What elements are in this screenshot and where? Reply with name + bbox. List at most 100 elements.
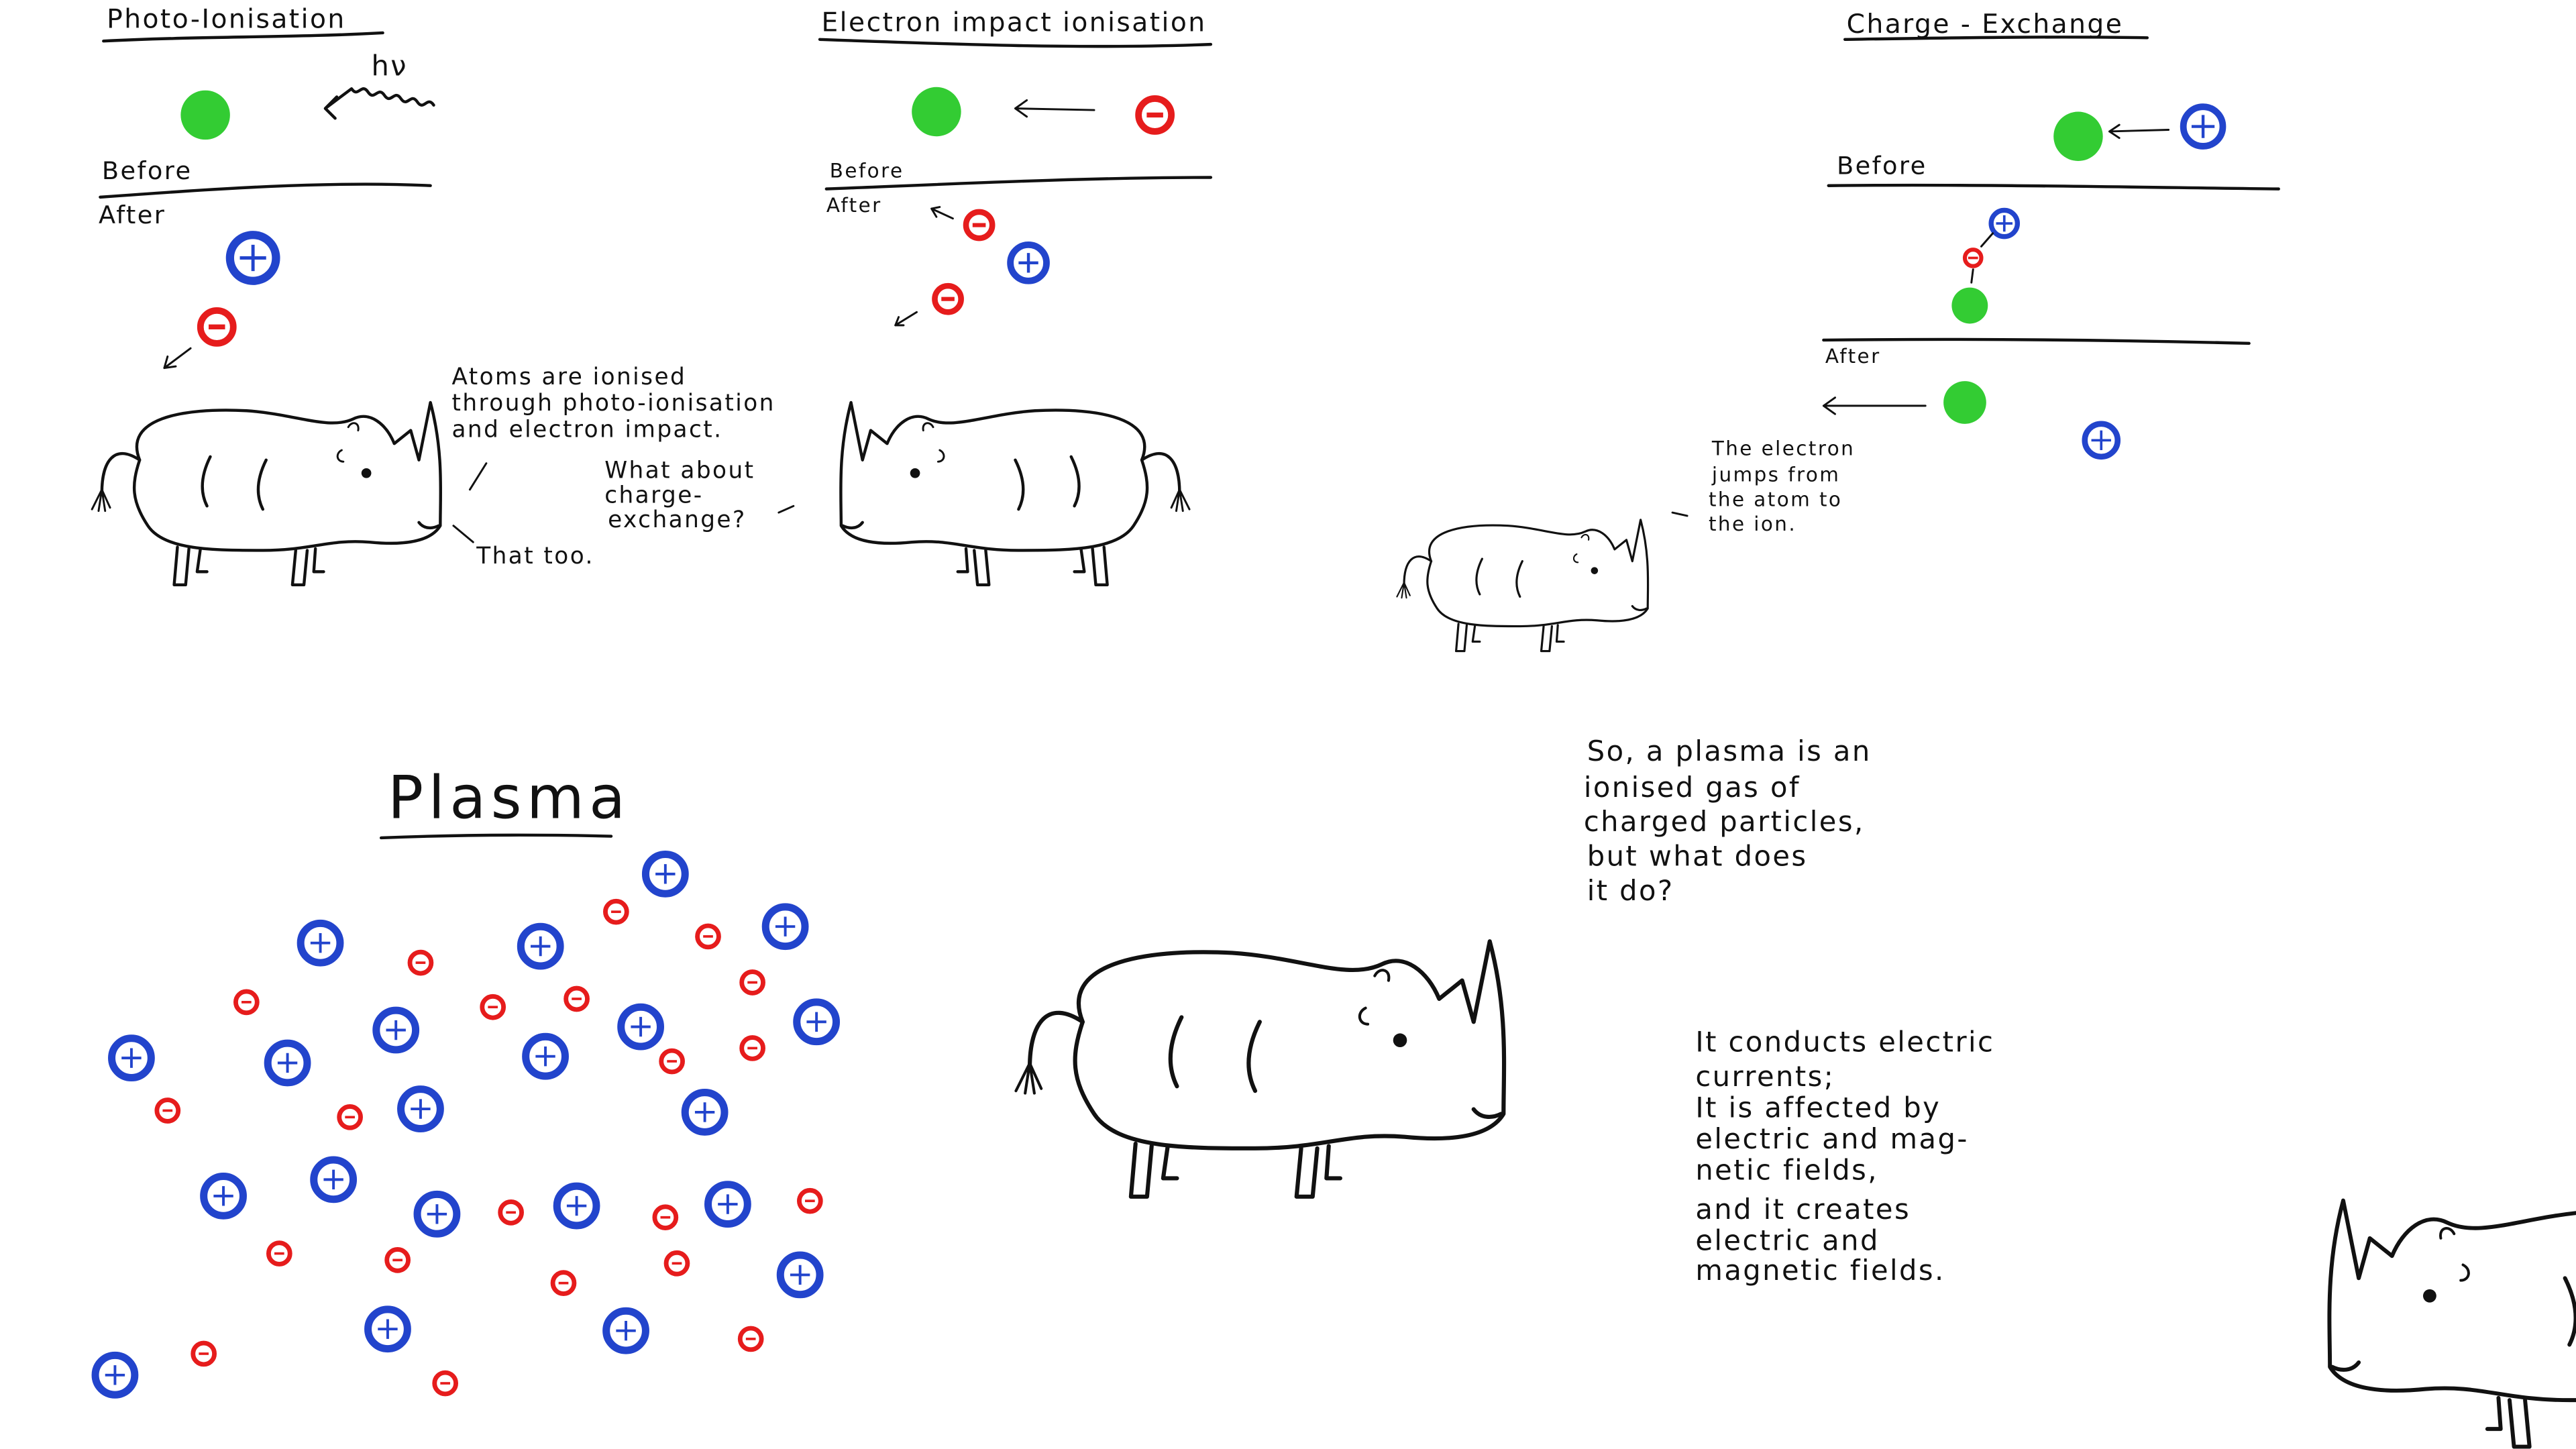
electron-icon	[191, 1340, 217, 1367]
svg-text:and electron impact.: and electron impact.	[451, 416, 722, 443]
electron-icon	[739, 1035, 765, 1061]
rhino-illustration	[2329, 1201, 2576, 1447]
arrow-icon	[894, 311, 918, 327]
impact-title: Electron impact ionisation	[821, 8, 1206, 38]
ion-icon	[372, 1006, 420, 1054]
ion-icon	[641, 850, 689, 898]
electron-icon	[1135, 95, 1175, 135]
arrow-icon	[1014, 99, 1095, 118]
ion-icon	[1988, 207, 2021, 239]
title-underline	[818, 38, 1213, 48]
svg-text:exchange?: exchange?	[608, 506, 747, 533]
title-underline	[379, 833, 613, 840]
ion-icon	[364, 1305, 411, 1353]
ion-icon	[108, 1034, 155, 1082]
photon-wave-icon	[323, 87, 435, 120]
exchange-title: Charge - Exchange	[1847, 9, 2124, 40]
arrow-icon	[930, 206, 954, 220]
ion-icon	[91, 1351, 139, 1399]
after-label: After	[99, 201, 166, 229]
atom-icon	[912, 87, 961, 137]
ion-icon	[681, 1089, 729, 1136]
speech-rhino1: Atoms are ionised through photo-ionisati…	[451, 364, 775, 443]
before-label: Before	[102, 156, 193, 185]
electron-icon	[407, 949, 434, 976]
electron-icon	[739, 969, 765, 996]
plasma-title: Plasma	[388, 763, 631, 833]
ion-icon	[297, 919, 344, 967]
rhino-illustration	[841, 402, 1189, 585]
svg-text:ionised gas of: ionised gas of	[1584, 771, 1801, 804]
electron-icon	[659, 1048, 685, 1075]
electron-icon	[737, 1326, 764, 1352]
svg-text:electric and mag-: electric and mag-	[1695, 1122, 1968, 1155]
ion-icon	[704, 1181, 751, 1228]
electron-icon	[932, 282, 964, 315]
electron-icon	[432, 1370, 459, 1397]
ion-icon	[413, 1190, 461, 1238]
electron-icon	[564, 985, 590, 1012]
title-underline	[102, 31, 384, 43]
electron-icon	[154, 1097, 181, 1124]
svg-text:but what does: but what does	[1587, 840, 1808, 873]
electron-icon	[197, 307, 237, 347]
ion-icon	[553, 1182, 600, 1230]
reply-text: That too.	[476, 543, 594, 570]
electron-icon	[233, 989, 260, 1016]
electron-icon	[550, 1270, 577, 1296]
svg-text:it do?: it do?	[1587, 874, 1674, 907]
ion-icon	[517, 922, 564, 970]
svg-text:It is affected by: It is affected by	[1695, 1091, 1941, 1124]
atom-icon	[1951, 287, 1988, 324]
svg-text:Atoms are ionised: Atoms are ionised	[451, 364, 686, 390]
arrow-icon	[1970, 268, 1974, 284]
electron-icon	[337, 1104, 363, 1130]
speech-rhino3: The electron jumps from the atom to the …	[1709, 437, 1854, 535]
electron-icon	[1962, 248, 1984, 268]
title-underline	[1843, 36, 2149, 41]
ion-icon	[2180, 103, 2226, 150]
answer-text: It conducts electric currents; It is aff…	[1695, 1025, 1994, 1286]
electron-icon	[652, 1204, 679, 1231]
electron-icon	[695, 923, 721, 950]
ion-icon	[264, 1039, 311, 1087]
arrow-icon	[1822, 396, 1927, 415]
ion-icon	[602, 1307, 649, 1354]
speech-rhino2: What about charge- exchange?	[604, 458, 755, 533]
ion-icon	[1007, 241, 1050, 284]
ion-icon	[200, 1172, 247, 1220]
svg-text:netic fields,: netic fields,	[1695, 1153, 1878, 1186]
arrow-icon	[2108, 123, 2170, 140]
photon-label: hν	[371, 50, 408, 83]
atom-icon	[2053, 111, 2103, 161]
before-label: Before	[1837, 152, 1927, 180]
divider	[1827, 183, 2280, 191]
svg-text:through photo-ionisation: through photo-ionisation	[451, 390, 775, 417]
svg-text:charged particles,: charged particles,	[1584, 805, 1865, 838]
svg-text:charge-: charge-	[604, 482, 703, 508]
ion-icon	[397, 1085, 444, 1132]
svg-text:and it creates: and it creates	[1695, 1193, 1911, 1226]
svg-text:It conducts electric: It conducts electric	[1695, 1025, 1994, 1058]
svg-text:jumps from: jumps from	[1711, 464, 1841, 486]
electron-icon	[963, 209, 996, 241]
electron-icon	[498, 1199, 524, 1226]
rhino-illustration	[92, 402, 441, 585]
rhino-illustration	[1016, 941, 1504, 1197]
electron-icon	[480, 994, 506, 1020]
plasma-particles	[91, 850, 841, 1399]
electron-icon	[663, 1250, 690, 1277]
svg-text:the atom to: the atom to	[1709, 488, 1842, 511]
svg-text:What about: What about	[604, 458, 755, 484]
atom-icon	[180, 90, 230, 140]
atom-icon	[1943, 381, 1986, 424]
arrow-icon	[163, 347, 192, 370]
speech-line	[1671, 511, 1688, 517]
ion-icon	[776, 1251, 824, 1299]
rhino-illustration	[1395, 519, 1650, 653]
svg-text:So, a plasma is an: So, a plasma is an	[1587, 735, 1872, 767]
after-label: After	[826, 194, 882, 217]
ion-icon	[617, 1003, 664, 1051]
electron-icon	[384, 1247, 411, 1273]
ion-icon	[310, 1156, 358, 1203]
